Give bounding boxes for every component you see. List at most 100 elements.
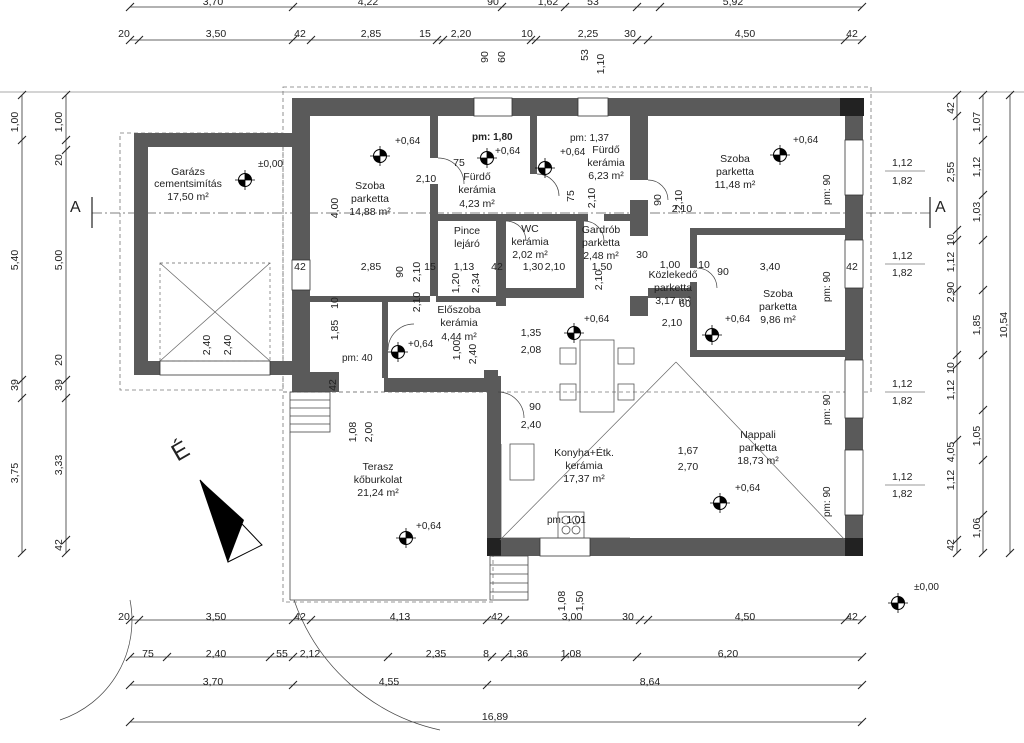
dimension-text: 42 [294, 261, 306, 273]
dimension-text: 75 [453, 157, 465, 169]
svg-text:1,12: 1,12 [892, 378, 913, 390]
room-floor: kerámia [565, 460, 603, 472]
dimension-text: 10 [945, 362, 957, 374]
dimension-text: 2,40 [521, 419, 542, 431]
room-eloszoba: Előszoba kerámia 4,44 m² [437, 304, 480, 343]
windows [159, 97, 864, 557]
room-terasz: Terasz kőburkolat 21,24 m² [354, 461, 403, 499]
dimension-text: 6,20 [718, 648, 739, 660]
dimension-tick [500, 652, 510, 662]
room-area: 21,24 m² [357, 487, 399, 499]
dimension-tick [288, 615, 298, 625]
door-swings [59, 157, 718, 731]
room-floor: cementsimítás [154, 178, 222, 190]
dimension-tick [17, 375, 27, 385]
window-sill-text: pm: 90 [822, 486, 833, 517]
dimension-text: 10 [329, 297, 341, 309]
window-dims: 1,12 1,82 1,12 1,82 1,12 1,82 1,12 1,82 [885, 157, 925, 500]
level-text: +0,64 [725, 314, 751, 325]
room-floor: kerámia [511, 236, 549, 248]
dimension-tick [952, 225, 962, 235]
level-text: pm: 1,01 [547, 515, 586, 526]
room-name: Pince [454, 225, 480, 237]
dimension-text: 15 [419, 28, 431, 40]
dimension-tick [1005, 90, 1015, 100]
dimension-text: 1,12 [971, 157, 983, 178]
dimension-text: 2,55 [945, 162, 957, 183]
room-szoba2: Szoba parketta 11,48 m² [715, 153, 756, 191]
dimension-tick [17, 548, 27, 558]
svg-text:1,82: 1,82 [892, 175, 913, 187]
svg-text:1,12: 1,12 [892, 471, 913, 483]
level-texts: ±0,00 +0,64 pm: 1,80 +0,64 pm: 1,37 +0,6… [258, 132, 939, 593]
level-text: +0,64 [495, 146, 521, 157]
dimension-tick [288, 680, 298, 690]
room-name: Nappali [740, 429, 776, 441]
dimension-tick [978, 285, 988, 295]
roof-lines [159, 262, 846, 541]
dimension-text: 42 [846, 28, 858, 40]
dimension-tick [482, 680, 492, 690]
dimension-text: 53 [579, 49, 591, 61]
room-area: 4,44 m² [441, 331, 477, 343]
dimension-tick [61, 375, 71, 385]
dimension-text: 42 [945, 539, 957, 551]
dimension-tick [288, 652, 298, 662]
room-floor: lejáró [454, 238, 480, 250]
dimension-text: 2,10 [593, 270, 605, 291]
dimension-text: 3,50 [206, 28, 227, 40]
dimension-text: 3,40 [760, 261, 781, 273]
dimension-tick [857, 652, 867, 662]
dimension-tick [857, 680, 867, 690]
dimension-tick [61, 90, 71, 100]
dimension-text: 3,00 [562, 611, 583, 623]
dimension-tick [125, 35, 135, 45]
section-label-right: A [935, 199, 946, 216]
dimension-text: 60 [496, 51, 508, 63]
dimension-tick [952, 360, 962, 370]
dimension-tick [952, 535, 962, 545]
level-text: pm: 1,37 [570, 133, 609, 144]
section-label-left: A [70, 199, 81, 216]
dimension-text: 2,10 [545, 261, 566, 273]
dimension-text: 30 [636, 249, 648, 261]
dimension-text: 42 [846, 611, 858, 623]
dimension-text: 1,00 [53, 112, 65, 133]
dimension-text: 90 [529, 401, 541, 413]
dimension-tick [655, 2, 665, 12]
room-area: 14,88 m² [349, 206, 391, 218]
stairs [289, 391, 529, 601]
level-text: +0,64 [395, 136, 421, 147]
dimension-text: 20 [53, 354, 65, 366]
level-text: ±0,00 [258, 159, 283, 170]
dimension-text: 1,06 [971, 518, 983, 539]
dimension-text: 1,08 [561, 648, 582, 660]
dimension-text: 42 [327, 379, 339, 391]
dimension-tick [162, 652, 172, 662]
north-arrow-icon [199, 479, 263, 563]
dimension-text: 20 [118, 28, 130, 40]
room-area: 9,86 m² [760, 314, 796, 326]
room-konyha: Konyha+Étk. kerámia 17,37 m² [554, 446, 614, 485]
room-gardrob: Gardrób parketta 2,48 m² [582, 224, 621, 262]
dimension-tick [978, 548, 988, 558]
dimension-tick [857, 615, 867, 625]
dimension-text: 4,13 [390, 611, 411, 623]
level-text: +0,64 [560, 147, 586, 158]
dimension-text: 2,10 [416, 173, 437, 185]
dimension-tick [840, 615, 850, 625]
dimension-tick [288, 2, 298, 12]
dimension-text: 2,10 [411, 262, 423, 283]
room-area: 2,02 m² [512, 249, 548, 261]
room-name: Szoba [720, 153, 750, 165]
dimension-tick [952, 90, 962, 100]
level-text: pm: 40 [342, 353, 373, 364]
dimension-text: 16,89 [482, 711, 508, 723]
dimension-text: 1,85 [971, 315, 983, 336]
room-area: 4,23 m² [459, 198, 495, 210]
dimension-tick [560, 652, 570, 662]
dimension-tick [134, 615, 144, 625]
dimension-tick [438, 35, 448, 45]
dimension-text: 2,40 [206, 648, 227, 660]
